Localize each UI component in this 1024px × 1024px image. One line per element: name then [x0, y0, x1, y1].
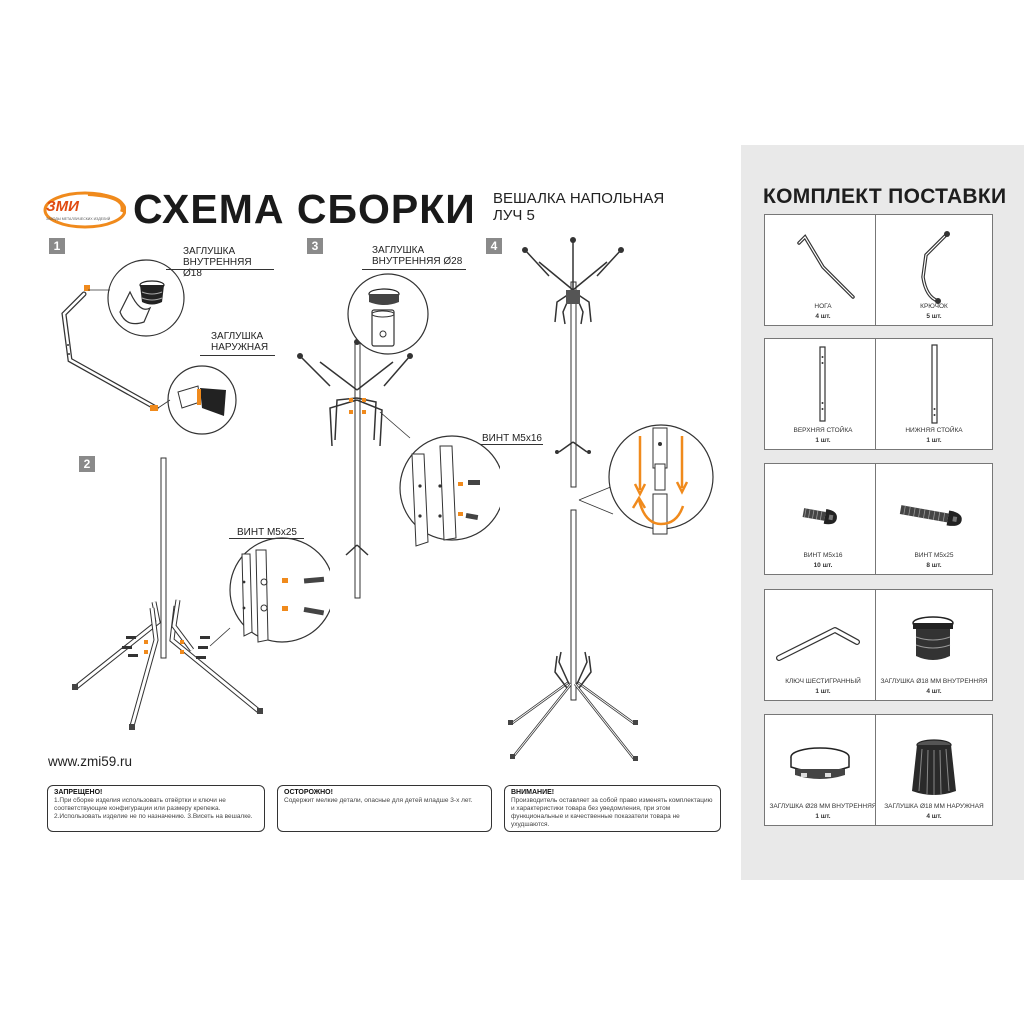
kit-item-short-screw: ВИНТ М5х16 10 шт. [764, 463, 882, 575]
leg-icon [797, 234, 855, 299]
logo-tagline: ЗАВОДЫ МЕТАЛЛИЧЕСКИХ ИЗДЕЛИЙ [46, 217, 111, 221]
kit-item-qty: 5 шт. [926, 313, 942, 320]
leader-line [480, 444, 543, 445]
label-outer-cap-text: ЗАГЛУШКА НАРУЖНАЯ [211, 331, 269, 353]
notice-heading: ВНИМАНИЕ! [511, 789, 555, 796]
kit-item-name: ЗАГЛУШКА Ø18 ММ ВНУТРЕННЯЯ [880, 678, 988, 685]
kit-item-inner-cap-28: ЗАГЛУШКА Ø28 ММ ВНУТРЕННЯЯ 1 шт. [764, 714, 882, 826]
label-inner-cap-18: ЗАГЛУШКА ВНУТРЕННЯЯ Ø18 [183, 246, 271, 279]
kit-item-name: ЗАГЛУШКА Ø18 ММ НАРУЖНАЯ [884, 803, 984, 810]
kit-item-name: КРЮЧОК [920, 303, 948, 310]
kit-item-leg: НОГА 4 шт. [764, 214, 882, 326]
leader-line [229, 538, 304, 539]
label-outer-cap: ЗАГЛУШКА НАРУЖНАЯ [211, 331, 273, 353]
kit-item-name: ВЕРХНЯЯ СТОЙКА [793, 427, 853, 434]
short-screw-icon [802, 508, 837, 525]
leader-line [362, 269, 466, 270]
kit-item-upper-pole: ВЕРХНЯЯ СТОЙКА 1 шт. [764, 338, 882, 450]
kit-item-qty: 4 шт. [815, 313, 831, 320]
kit-item-inner-cap-18: ЗАГЛУШКА Ø18 ММ ВНУТРЕННЯЯ 4 шт. [875, 589, 993, 701]
step-badge-4: 4 [486, 238, 502, 254]
kit-item-qty: 4 шт. [926, 688, 942, 695]
kit-item-hex-key: КЛЮЧ ШЕСТИГРАННЫЙ 1 шт. [764, 589, 882, 701]
label-screw-m5x25: ВИНТ М5х25 [237, 527, 297, 538]
step-3-diagram [297, 273, 500, 599]
outer-cap-18-icon [912, 739, 956, 795]
notice-attention: ВНИМАНИЕ! Производитель оставляет за соб… [504, 785, 721, 832]
step-4-diagram [508, 237, 714, 761]
hook-icon [921, 231, 950, 304]
kit-item-qty: 8 шт. [926, 562, 942, 569]
kit-item-name: ЗАГЛУШКА Ø28 ММ ВНУТРЕННЯЯ [769, 803, 877, 810]
inner-cap-28-icon [790, 747, 850, 779]
upper-pole-icon [819, 346, 826, 422]
step-1-diagram [61, 259, 237, 435]
step-badge-3: 3 [307, 238, 323, 254]
hex-key-icon [776, 627, 860, 661]
kit-item-qty: 1 шт. [815, 688, 831, 695]
kit-item-qty: 1 шт. [815, 437, 831, 444]
inner-cap-18-icon [912, 616, 954, 660]
logo: ЗМИ ЗАВОДЫ МЕТАЛЛИЧЕСКИХ ИЗДЕЛИЙ [40, 190, 127, 235]
website-link[interactable]: www.zmi59.ru [48, 754, 133, 769]
long-screw-icon [899, 505, 962, 526]
kit-item-long-screw: ВИНТ М5х25 8 шт. [875, 463, 993, 575]
kit-item-qty: 1 шт. [815, 813, 831, 820]
notice-caution: ОСТОРОЖНО! Содержит мелкие детали, опасн… [277, 785, 492, 832]
notice-text: Содержит мелкие детали, опасные для дете… [284, 797, 473, 804]
step-2-diagram [72, 457, 330, 730]
kit-item-name: НИЖНЯЯ СТОЙКА [905, 427, 963, 434]
notice-text: 1.При сборке изделия использовать отвёрт… [54, 797, 253, 820]
page-subtitle: ВЕШАЛКА НАПОЛЬНАЯ ЛУЧ 5 [493, 190, 665, 224]
logo-icon [43, 191, 127, 229]
label-inner-cap-18-text: ЗАГЛУШКА ВНУТРЕННЯЯ Ø18 [183, 246, 252, 279]
kit-item-name: ВИНТ М5х25 [914, 552, 954, 559]
kit-title: КОМПЛЕКТ ПОСТАВКИ [763, 185, 1007, 208]
kit-item-qty: 10 шт. [813, 562, 833, 569]
kit-item-name: КЛЮЧ ШЕСТИГРАННЫЙ [785, 678, 861, 685]
kit-item-qty: 1 шт. [926, 437, 942, 444]
logo-text: ЗМИ [46, 198, 79, 215]
notice-heading: ОСТОРОЖНО! [284, 789, 333, 796]
label-screw-m5x16: ВИНТ М5х16 [482, 433, 542, 444]
kit-item-name: ВИНТ М5х16 [803, 552, 843, 559]
kit-item-qty: 4 шт. [926, 813, 942, 820]
kit-item-outer-cap-18: ЗАГЛУШКА Ø18 ММ НАРУЖНАЯ 4 шт. [875, 714, 993, 826]
kit-item-lower-pole: НИЖНЯЯ СТОЙКА 1 шт. [875, 338, 993, 450]
label-inner-cap-28-text: ЗАГЛУШКА ВНУТРЕННЯЯ Ø28 [372, 245, 463, 267]
notice-heading: ЗАПРЕЩЕНО! [54, 789, 103, 796]
page-title: СХЕМА СБОРКИ [133, 186, 476, 232]
notice-forbidden: ЗАПРЕЩЕНО! 1.При сборке изделия использо… [47, 785, 265, 832]
notice-text: Производитель оставляет за собой право и… [511, 797, 713, 828]
leader-line [166, 269, 274, 270]
leader-line [200, 355, 275, 356]
label-inner-cap-28: ЗАГЛУШКА ВНУТРЕННЯЯ Ø28 [372, 245, 464, 267]
step-badge-2: 2 [79, 456, 95, 472]
kit-item-name: НОГА [814, 303, 832, 310]
kit-item-hook: КРЮЧОК 5 шт. [875, 214, 993, 326]
step-badge-1: 1 [49, 238, 65, 254]
lower-pole-icon [931, 344, 938, 424]
